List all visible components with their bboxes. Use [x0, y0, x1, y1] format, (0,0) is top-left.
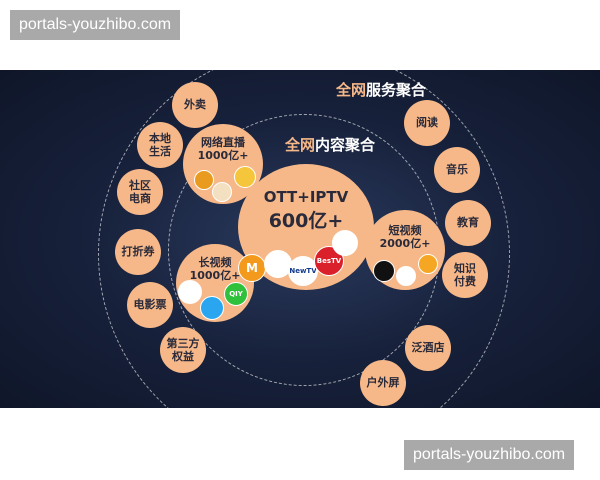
service-circle: 知识付费	[442, 252, 488, 298]
service-label: 音乐	[446, 163, 468, 177]
service-circle: 泛酒店	[405, 325, 451, 371]
center-label: OTT+IPTV	[263, 188, 349, 206]
service-label: 第三方	[166, 336, 200, 350]
mgtv-logo-icon: M	[238, 254, 266, 282]
group-label: 网络直播	[201, 136, 245, 149]
center-value: 600亿+	[268, 210, 344, 232]
service-label: 泛酒店	[411, 341, 445, 355]
wasu-logo-icon	[264, 250, 292, 278]
service-label: 外卖	[184, 98, 206, 112]
group-value: 1000亿+	[189, 269, 241, 283]
service-label: 户外屏	[366, 376, 400, 390]
content-aggregation-title: 全网内容聚合	[285, 134, 375, 155]
weishi-logo-icon	[396, 266, 416, 286]
group-value: 2000亿+	[379, 237, 431, 251]
diagram: 全网服务聚合 全网内容聚合 OTT+IPTV 600亿+ 网络直播 1000亿+…	[0, 70, 600, 408]
watermark-top: portals-youzhibo.com	[10, 10, 181, 40]
service-aggregation-title: 全网服务聚合	[336, 79, 426, 100]
group-label: 短视频	[388, 224, 422, 237]
title-text: 内容聚合	[315, 136, 376, 154]
service-circle: 音乐	[434, 147, 480, 193]
newtv-logo-icon: NewTV	[288, 256, 318, 286]
kuaishou-logo-icon	[418, 254, 438, 274]
service-circle: 本地生活	[137, 122, 183, 168]
watermark-bottom: portals-youzhibo.com	[404, 440, 575, 470]
group-label: 长视频	[198, 256, 232, 269]
service-label: 权益	[172, 350, 194, 363]
service-label: 电影票	[133, 298, 167, 312]
outer-ring	[98, 70, 510, 408]
service-label: 教育	[457, 216, 479, 230]
youku-logo-icon	[200, 296, 224, 320]
content-logo-icon	[332, 230, 358, 256]
service-label: 阅读	[416, 116, 438, 130]
service-circle: 教育	[445, 200, 491, 246]
live-app-logo-icon	[234, 166, 256, 188]
title-highlight: 全网	[285, 136, 316, 154]
service-label: 社区	[129, 178, 151, 192]
service-circle: 第三方权益	[160, 327, 206, 373]
tencent-video-logo-icon	[178, 280, 202, 304]
service-label: 打折券	[121, 245, 155, 259]
service-circle: 电影票	[127, 282, 173, 328]
service-label: 电商	[129, 192, 151, 205]
service-label: 付费	[454, 275, 476, 288]
service-circle: 打折券	[115, 229, 161, 275]
title-text: 服务聚合	[366, 81, 427, 99]
tiktok-logo-icon	[373, 260, 395, 282]
iqiyi-logo-icon: QIY	[224, 282, 248, 306]
title-highlight: 全网	[336, 81, 367, 99]
live-app-logo-icon	[212, 182, 232, 202]
service-label: 本地	[149, 131, 171, 145]
service-circle: 社区电商	[117, 169, 163, 215]
live-app-logo-icon	[194, 170, 214, 190]
service-circle: 阅读	[404, 100, 450, 146]
service-circle: 户外屏	[360, 360, 406, 406]
group-value: 1000亿+	[197, 149, 249, 163]
bestv-logo-icon: BesTV	[314, 246, 344, 276]
service-circle: 外卖	[172, 82, 218, 128]
service-label: 生活	[149, 145, 171, 158]
service-label: 知识	[454, 261, 476, 275]
